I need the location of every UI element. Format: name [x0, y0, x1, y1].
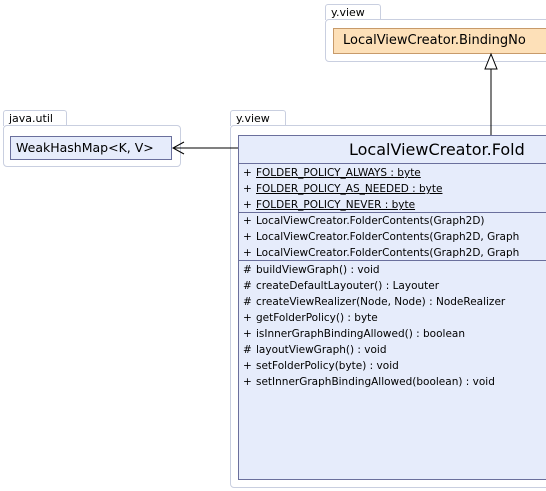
- class-binding-node[interactable]: LocalViewCreator.BindingNo: [333, 28, 546, 54]
- compartment-separator: [239, 260, 546, 261]
- method-item: +setFolderPolicy(byte) : void: [243, 360, 399, 372]
- field-item: +FOLDER_POLICY_NEVER : byte: [243, 199, 416, 211]
- constructor-item: +LocalViewCreator.FolderContents(Graph2D…: [243, 215, 485, 227]
- method-item: #buildViewGraph() : void: [243, 264, 380, 276]
- class-name: WeakHashMap<K, V>: [16, 140, 154, 155]
- field-item: +FOLDER_POLICY_ALWAYS : byte: [243, 167, 421, 179]
- constructor-item: +LocalViewCreator.FolderContents(Graph2D…: [243, 231, 520, 243]
- package-tab-main-view: y.view: [230, 110, 286, 126]
- method-item: #layoutViewGraph() : void: [243, 344, 387, 356]
- field-item: +FOLDER_POLICY_AS_NEEDED : byte: [243, 183, 443, 195]
- constructor-item: +LocalViewCreator.FolderContents(Graph2D…: [243, 247, 520, 259]
- package-label: y.view: [331, 6, 365, 19]
- class-weak-hash-map[interactable]: WeakHashMap<K, V>: [10, 136, 172, 160]
- fields-compartment: +FOLDER_POLICY_ALWAYS : byte +FOLDER_POL…: [239, 165, 546, 213]
- method-item: +isInnerGraphBindingAllowed() : boolean: [243, 328, 465, 340]
- class-folder-contents[interactable]: LocalViewCreator.Fold +FOLDER_POLICY_ALW…: [238, 135, 546, 480]
- package-label: java.util: [9, 112, 53, 125]
- method-item: #createViewRealizer(Node, Node) : NodeRe…: [243, 296, 506, 308]
- method-item: #createDefaultLayouter() : Layouter: [243, 280, 440, 292]
- package-label: y.view: [236, 112, 270, 125]
- constructors-compartment: +LocalViewCreator.FolderContents(Graph2D…: [239, 213, 546, 261]
- generalization-arrowhead: [484, 52, 498, 70]
- class-name: LocalViewCreator.BindingNo: [343, 33, 526, 48]
- compartment-separator: [239, 212, 546, 213]
- method-item: +getFolderPolicy() : byte: [243, 312, 378, 324]
- association-arrowhead: [171, 141, 185, 155]
- package-tab-java-util: java.util: [3, 110, 67, 126]
- method-item: +setInnerGraphBindingAllowed(boolean) : …: [243, 376, 495, 388]
- methods-compartment: #buildViewGraph() : void #createDefaultL…: [239, 262, 546, 390]
- compartment-separator: [239, 163, 546, 164]
- class-name: LocalViewCreator.Fold: [349, 140, 525, 159]
- package-tab-top-view: y.view: [325, 4, 381, 20]
